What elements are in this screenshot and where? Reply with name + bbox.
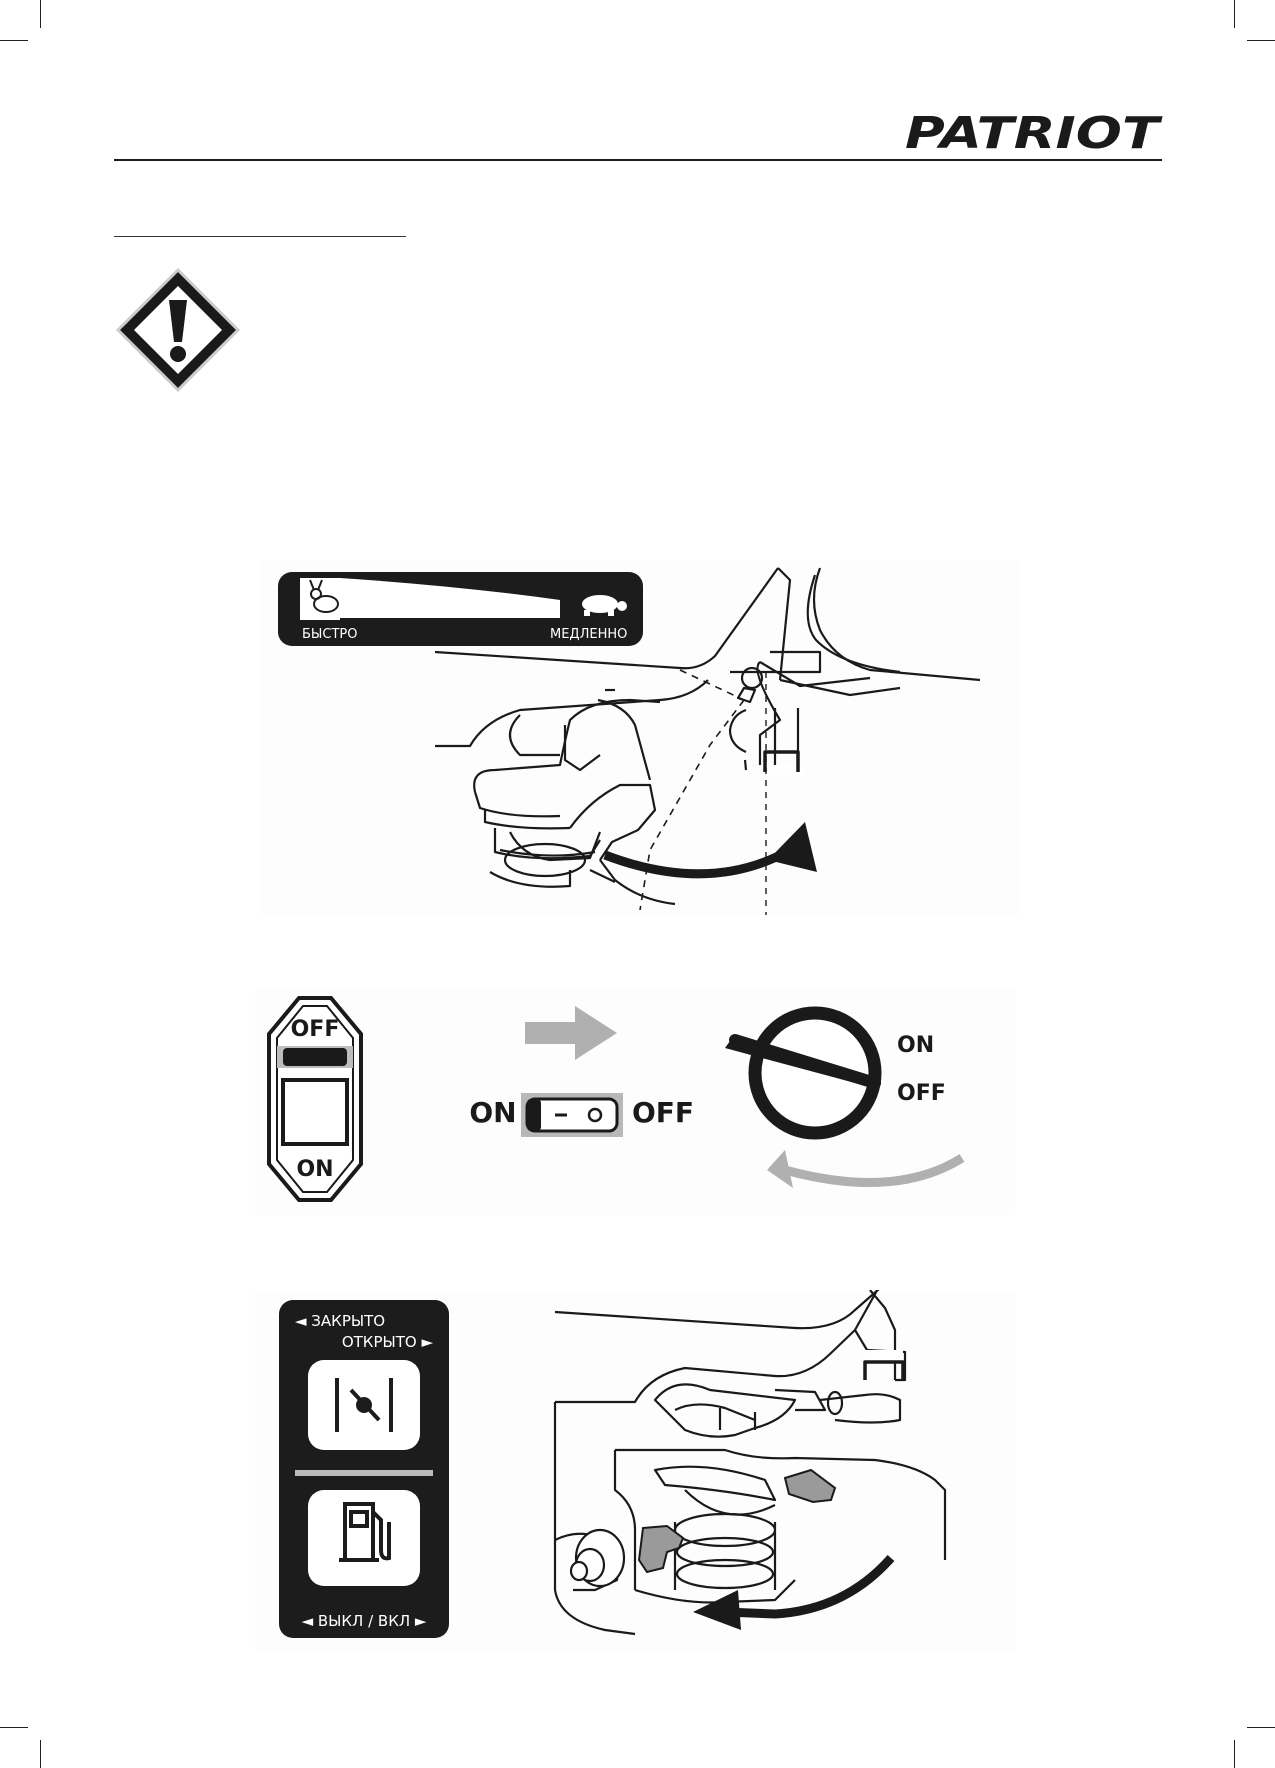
throttle-lever-drawing bbox=[434, 567, 981, 906]
rocker-switch: OFF ON bbox=[267, 996, 363, 1202]
fuel-lever bbox=[637, 1524, 685, 1574]
turtle-icon bbox=[582, 595, 627, 616]
slide-off-label: OFF bbox=[632, 1096, 694, 1129]
knob-on-label: ON bbox=[897, 1033, 934, 1058]
fuel-valve-nut bbox=[569, 1528, 626, 1588]
header-divider bbox=[114, 159, 1162, 161]
rocker-on-label: ON bbox=[296, 1157, 333, 1182]
crop-mark bbox=[1234, 1740, 1235, 1768]
rotary-knob: ON OFF bbox=[725, 1006, 946, 1140]
crop-mark bbox=[1234, 0, 1235, 28]
rotate-arrow-icon bbox=[603, 822, 817, 879]
throttle-figure: БЫСТРО МЕДЛЕННО bbox=[260, 560, 1020, 915]
choke-fuel-panel: ◄ ЗАКРЫТО ОТКРЫТО ► ◄ ВЫКЛ / ВКЛ ► bbox=[279, 1300, 449, 1638]
choke-open-label: ОТКРЫТО ► bbox=[342, 1333, 434, 1351]
fuel-pump-icon bbox=[339, 1502, 391, 1562]
crop-mark bbox=[40, 1740, 41, 1768]
choke-icon bbox=[335, 1378, 393, 1432]
rabbit-icon bbox=[309, 579, 339, 613]
engine-switch-figure: OFF ON ON OFF ON OFF bbox=[255, 990, 1015, 1215]
warning-icon bbox=[115, 267, 241, 393]
rotate-arrow-icon bbox=[693, 1555, 895, 1630]
slide-on-label: ON bbox=[469, 1096, 516, 1129]
brand-text: PATRIOT bbox=[905, 108, 1163, 156]
crop-mark bbox=[1247, 1727, 1275, 1728]
crop-mark bbox=[40, 0, 41, 28]
fast-label: БЫСТРО bbox=[302, 627, 357, 642]
slide-switch: ON OFF bbox=[469, 1093, 694, 1137]
brand-logo: PATRIOT bbox=[905, 108, 1163, 156]
crop-mark bbox=[1247, 40, 1275, 41]
slide-direction-arrow-icon bbox=[525, 1006, 617, 1060]
slow-label: МЕДЛЕННО bbox=[550, 627, 627, 642]
fuel-toggle-label: ◄ ВЫКЛ / ВКЛ ► bbox=[302, 1612, 427, 1630]
choke-lever bbox=[783, 1468, 837, 1504]
choke-closed-label: ◄ ЗАКРЫТО bbox=[295, 1312, 385, 1330]
speed-panel: БЫСТРО МЕДЛЕННО bbox=[278, 572, 643, 646]
rotate-left-arrow-icon bbox=[767, 1150, 965, 1188]
fuel-valve-figure: ◄ ЗАКРЫТО ОТКРЫТО ► ◄ ВЫКЛ / ВКЛ ► bbox=[255, 1290, 1015, 1650]
knob-off-label: OFF bbox=[897, 1081, 946, 1106]
dashed-guide bbox=[639, 669, 745, 911]
rocker-off-label: OFF bbox=[291, 1017, 340, 1042]
crop-mark bbox=[0, 1727, 28, 1728]
section-divider bbox=[114, 236, 406, 237]
crop-mark bbox=[0, 40, 28, 41]
